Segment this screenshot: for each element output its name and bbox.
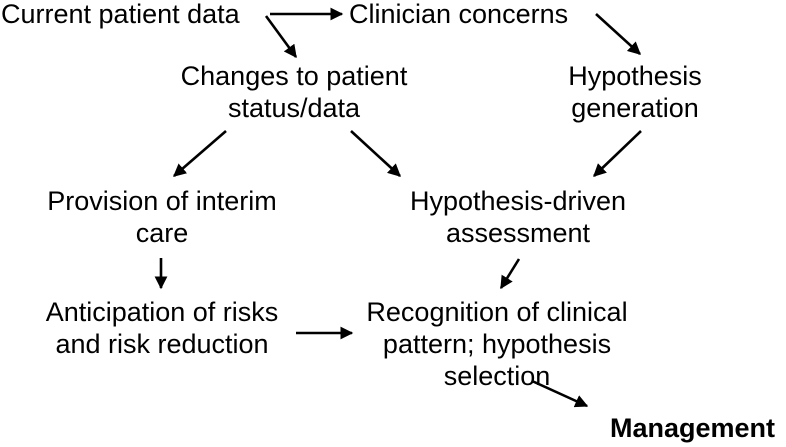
- arrow-generation-to-assessment: [593, 130, 642, 177]
- node-management: Management: [610, 413, 776, 443]
- node-hypothesis-generation: Hypothesis generation: [568, 61, 702, 123]
- node-recognition-of-clinical-pattern: Recognition of clinical pattern; hypothe…: [366, 297, 628, 391]
- node-hypothesis-driven-assessment: Hypothesis-driven assessment: [409, 186, 627, 248]
- arrow-concerns-to-generation: [595, 13, 641, 55]
- arrow-current-to-changes: [264, 15, 298, 59]
- node-current-patient-data: Current patient data: [1, 0, 240, 29]
- node-provision-of-interim-care: Provision of interim care: [47, 186, 277, 248]
- arrow-assessment-to-recognition: [499, 258, 521, 290]
- arrow-changes-to-assessment: [350, 130, 401, 177]
- node-clinician-concerns: Clinician concerns: [349, 0, 569, 29]
- node-changes-to-patient-status: Changes to patient status/data: [180, 61, 408, 123]
- arrow-recognition-to-management: [531, 379, 589, 408]
- node-anticipation-of-risks: Anticipation of risks and risk reduction: [45, 297, 279, 359]
- arrow-changes-to-interim: [173, 130, 227, 177]
